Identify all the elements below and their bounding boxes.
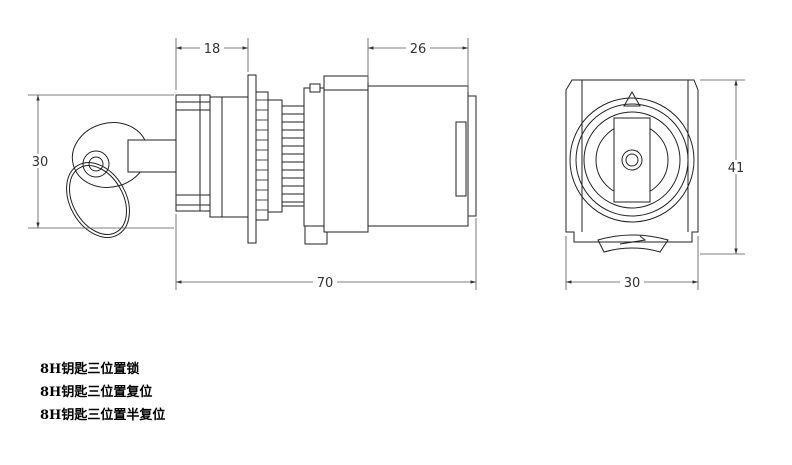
key-ring-icon bbox=[66, 162, 130, 238]
dim-front-width: 30 bbox=[624, 276, 641, 291]
dim-front-length: 18 bbox=[204, 42, 221, 57]
front-view bbox=[565, 79, 699, 253]
caption-reset: 8H钥匙三位置复位 bbox=[40, 385, 153, 400]
side-view bbox=[66, 74, 477, 245]
caption-half-reset: 8H钥匙三位置半复位 bbox=[40, 408, 166, 423]
dim-side-height: 30 bbox=[32, 155, 49, 170]
dim-body-length: 26 bbox=[410, 42, 427, 57]
arrow-indicator-icon bbox=[623, 90, 641, 107]
dim-front-height: 41 bbox=[728, 161, 745, 176]
thread bbox=[256, 99, 268, 211]
dim-side-length: 70 bbox=[317, 276, 334, 291]
caption-lock: 8H钥匙三位置锁 bbox=[40, 362, 140, 377]
